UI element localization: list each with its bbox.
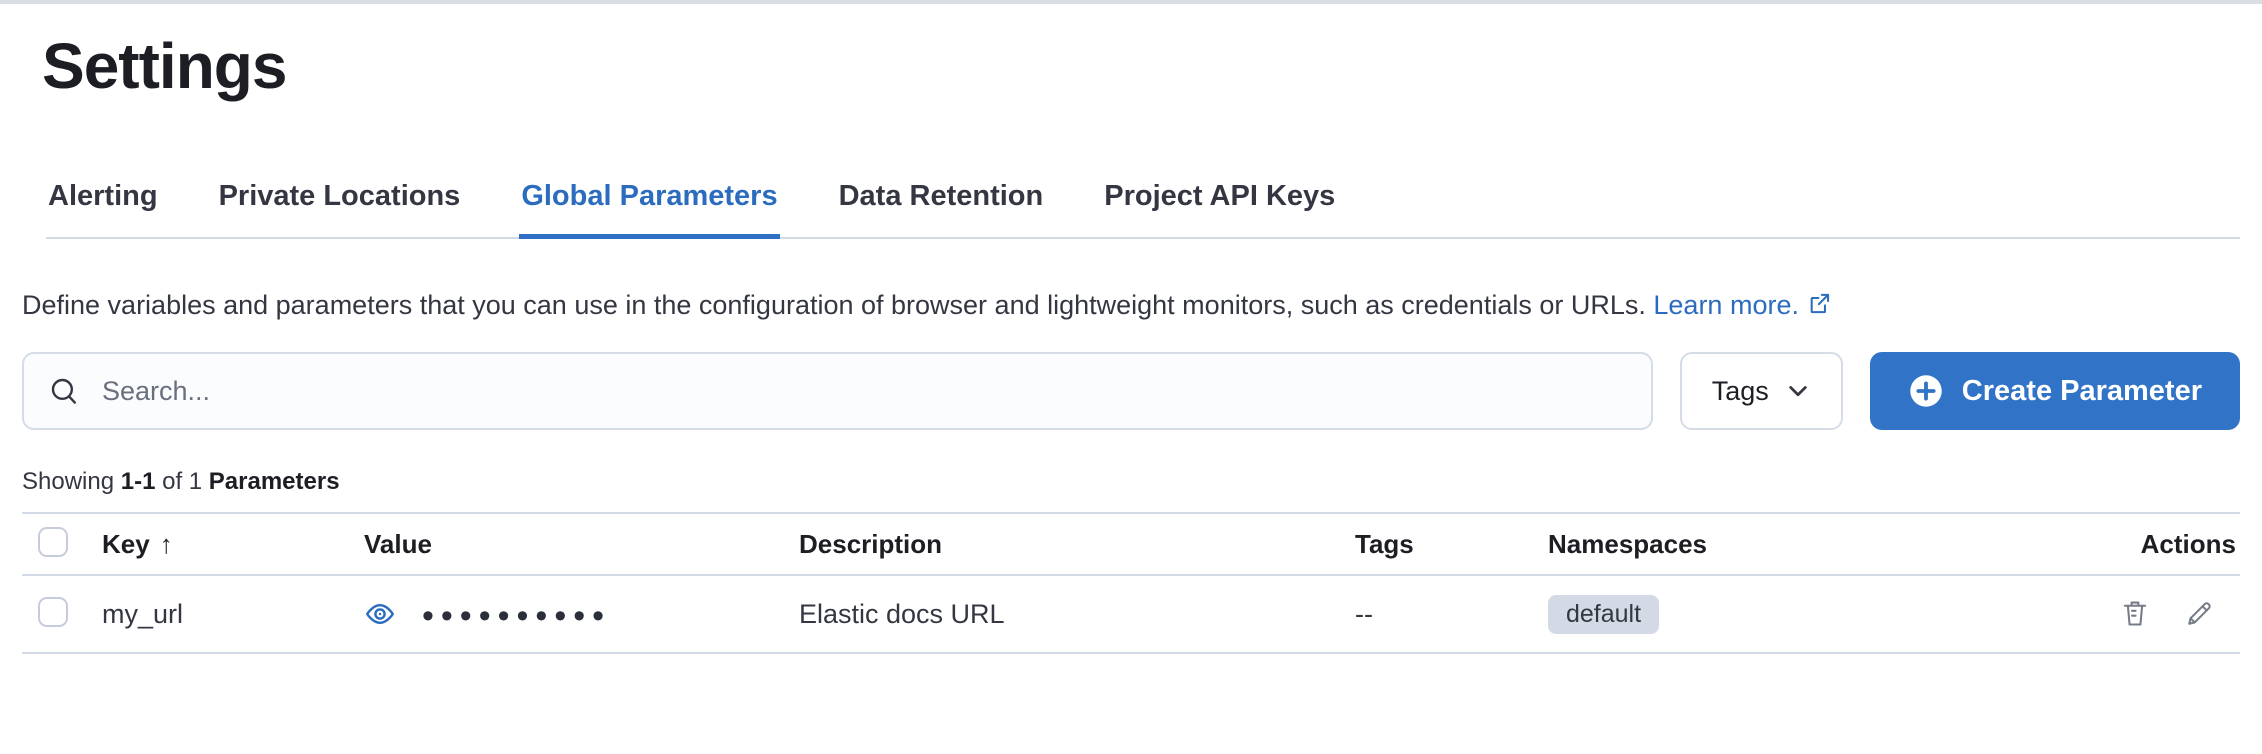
external-link-icon	[1810, 293, 1830, 314]
search-input-wrapper[interactable]	[22, 352, 1653, 430]
description-text: Define variables and parameters that you…	[22, 290, 1646, 320]
edit-pencil-icon[interactable]	[2184, 599, 2214, 629]
tab-private-locations[interactable]: Private Locations	[218, 180, 461, 212]
tab-bar: Alerting Private Locations Global Parame…	[46, 180, 2240, 239]
search-icon	[51, 378, 76, 404]
top-divider	[0, 0, 2262, 4]
tab-alerting[interactable]: Alerting	[48, 180, 158, 212]
toolbar: Tags Create Parameter	[22, 352, 2240, 430]
sort-ascending-icon: ↑	[159, 528, 173, 559]
column-header-value: Value	[364, 528, 432, 559]
page-description: Define variables and parameters that you…	[22, 281, 2240, 330]
tab-global-parameters[interactable]: Global Parameters	[519, 180, 780, 239]
create-parameter-label: Create Parameter	[1961, 374, 2202, 407]
cell-namespaces: default	[1548, 594, 1908, 634]
table-header-row: Key↑ Value Description Tags Namespaces A…	[22, 512, 2240, 576]
summary-middle: of 1	[162, 468, 203, 495]
results-summary: Showing 1-1 of 1 Parameters	[22, 468, 2240, 496]
search-input[interactable]	[102, 375, 1627, 407]
page-title: Settings	[42, 30, 287, 102]
table-row: my_url •••••••••• Elastic docs URL -- de…	[22, 576, 2240, 654]
row-checkbox[interactable]	[38, 596, 68, 627]
chevron-down-icon	[1789, 386, 1807, 397]
cell-value: ••••••••••	[364, 595, 799, 633]
column-header-actions: Actions	[2140, 528, 2236, 559]
tab-project-api-keys[interactable]: Project API Keys	[1104, 180, 1336, 212]
masked-value: ••••••••••	[422, 597, 612, 635]
column-header-description: Description	[799, 528, 943, 559]
create-parameter-button[interactable]: Create Parameter	[1869, 352, 2240, 430]
column-header-namespaces: Namespaces	[1548, 528, 1707, 559]
plus-in-circle-icon	[1910, 375, 1942, 407]
column-header-key[interactable]: Key↑	[102, 528, 173, 559]
cell-description: Elastic docs URL	[799, 598, 1005, 629]
delete-trash-icon[interactable]	[2120, 599, 2150, 629]
tags-filter-button[interactable]: Tags	[1679, 352, 1843, 430]
cell-key: my_url	[102, 598, 184, 629]
row-checkbox-cell	[22, 596, 102, 632]
cell-actions	[1908, 599, 2240, 629]
namespace-badge: default	[1548, 594, 1660, 634]
summary-range: 1-1	[120, 468, 156, 495]
header-checkbox-cell	[22, 526, 102, 562]
select-all-checkbox[interactable]	[38, 526, 68, 557]
learn-more-link[interactable]: Learn more.	[1653, 290, 1799, 320]
reveal-value-eye-icon[interactable]	[364, 598, 396, 630]
cell-tags: --	[1355, 598, 1373, 629]
tab-data-retention[interactable]: Data Retention	[838, 180, 1044, 212]
summary-prefix: Showing	[22, 468, 115, 495]
summary-entity: Parameters	[208, 468, 340, 495]
parameters-table: Key↑ Value Description Tags Namespaces A…	[22, 512, 2240, 654]
column-header-tags: Tags	[1355, 528, 1414, 559]
tags-filter-label: Tags	[1711, 375, 1769, 406]
